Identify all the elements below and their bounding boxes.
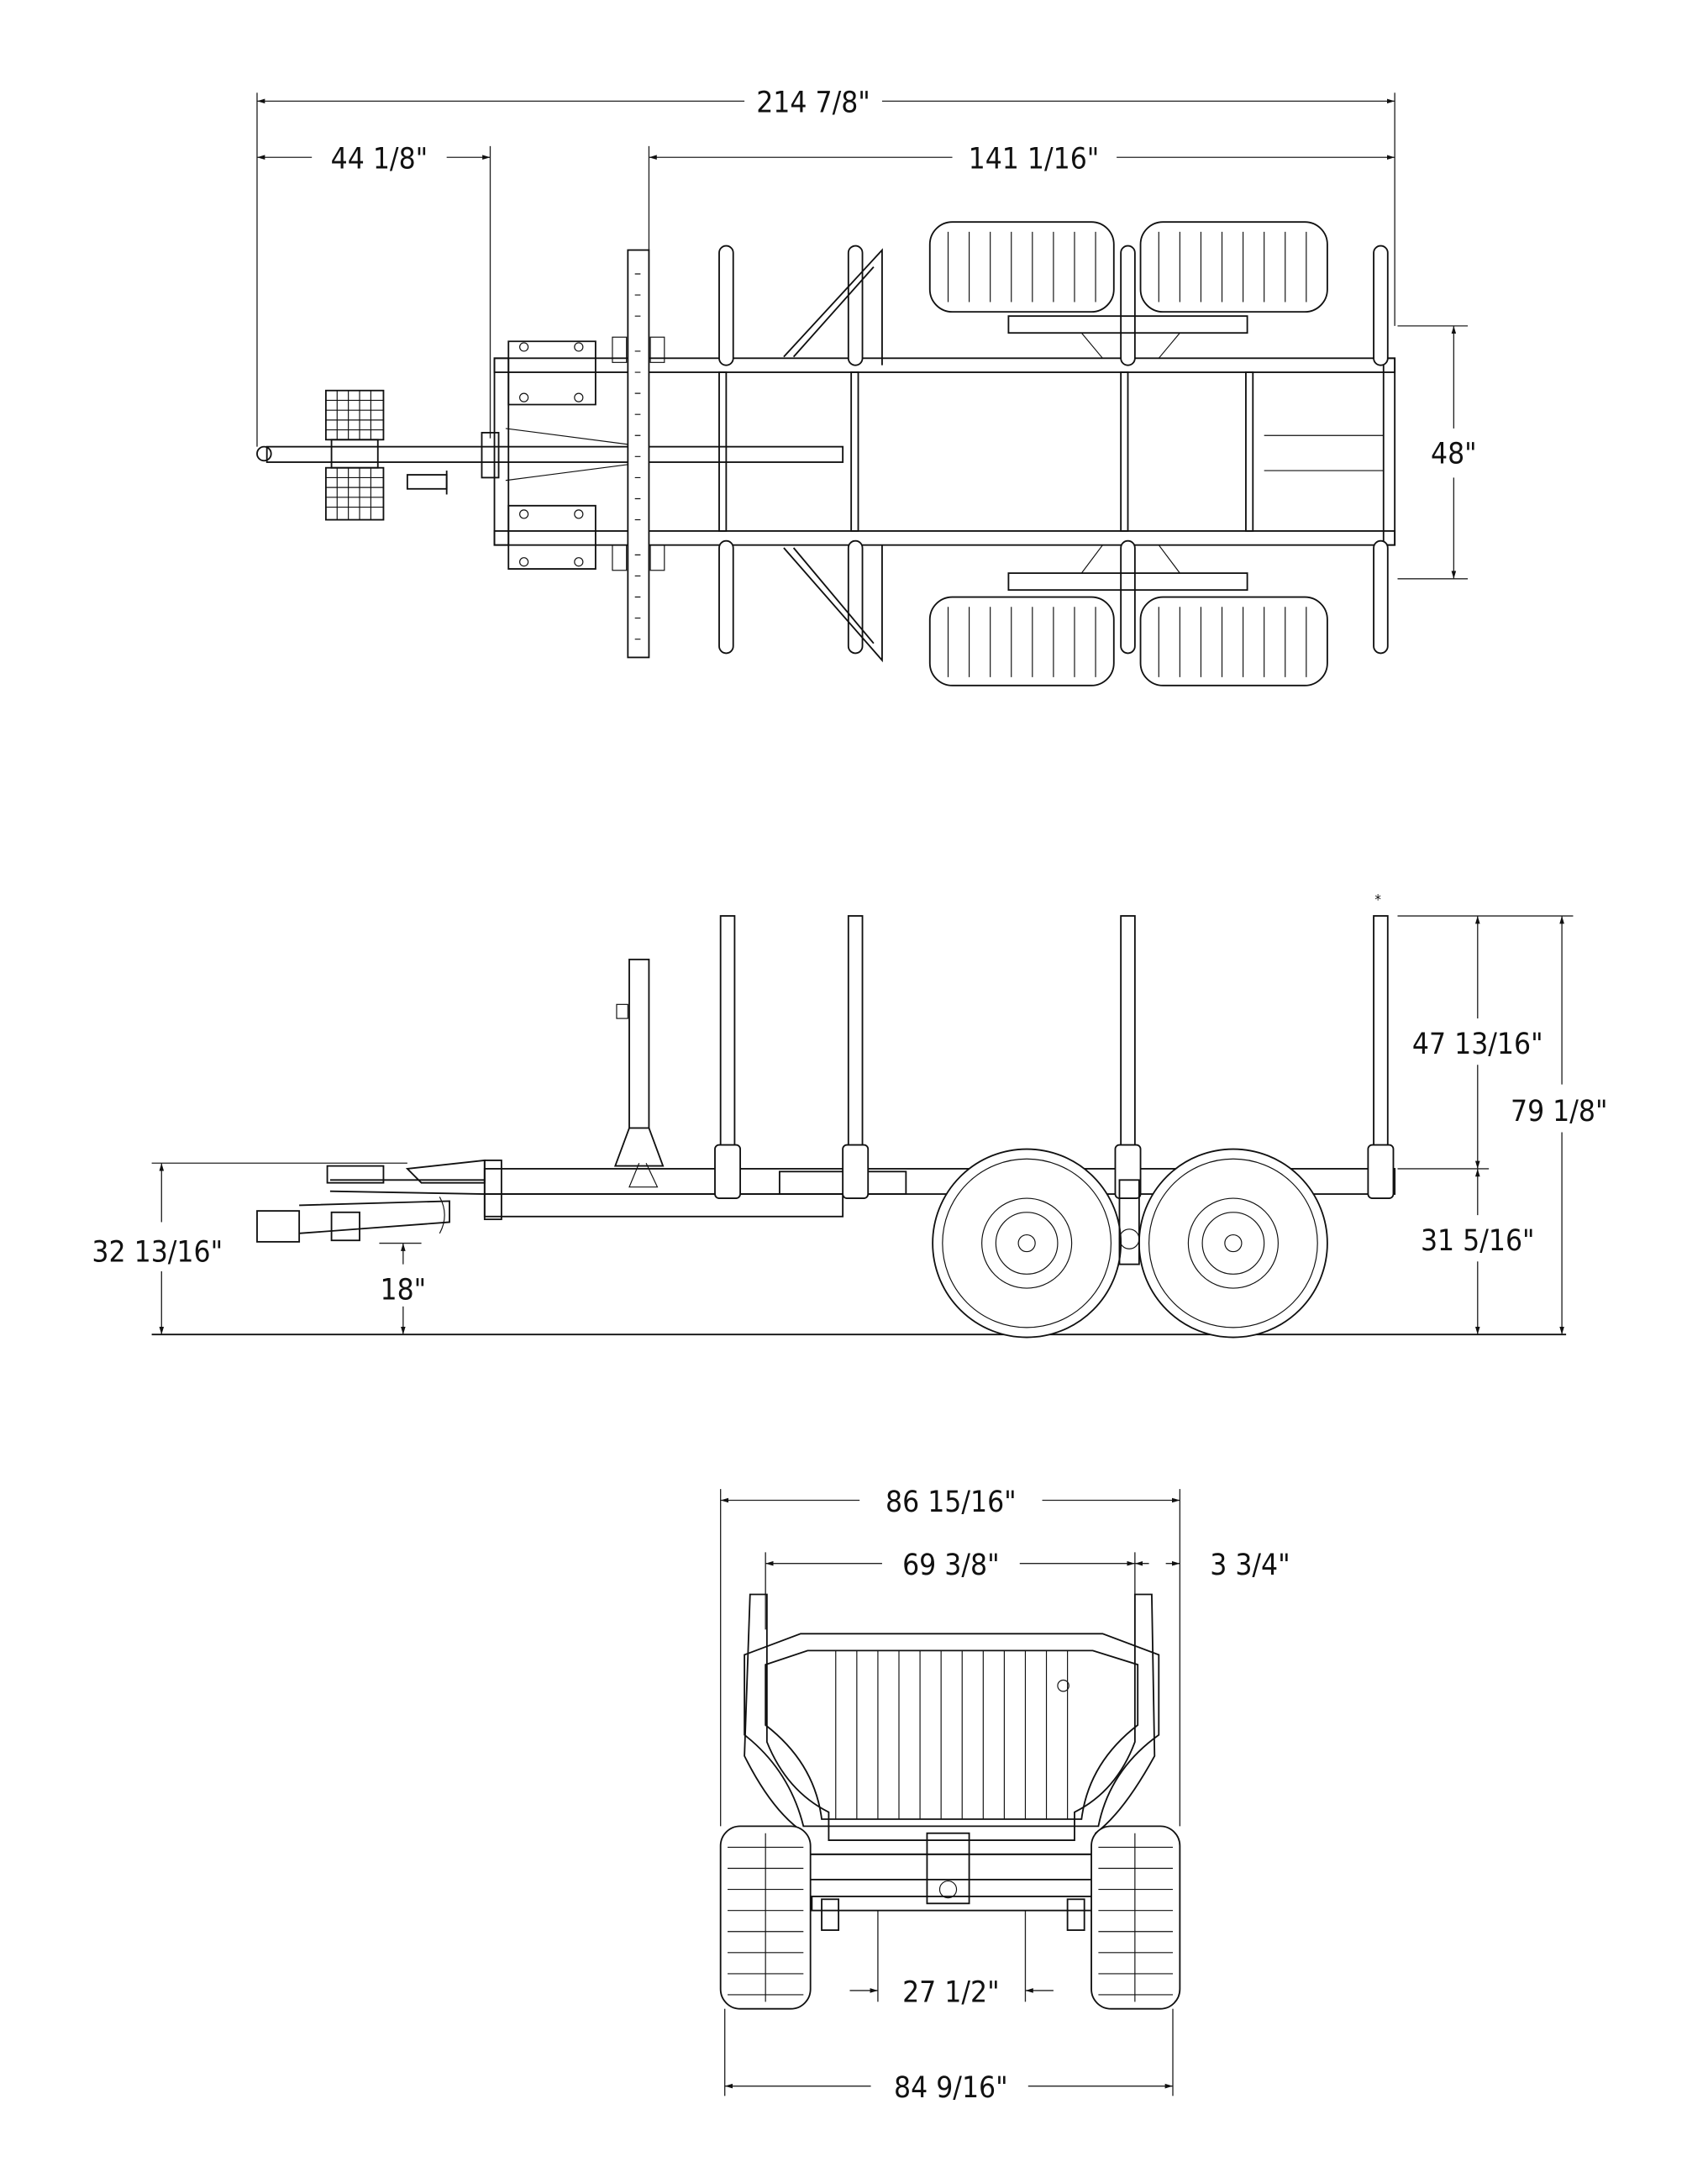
label-stake-height: 47 13/16" bbox=[1412, 1027, 1543, 1061]
rear-view: 86 15/16" 69 3/8" 3 3/4" 27 1/2" 84 9/16… bbox=[719, 1485, 1290, 2105]
label-stake-offset: 3 3/4" bbox=[1210, 1548, 1290, 1582]
label-hitch-height: 18" bbox=[381, 1272, 427, 1307]
dimension-overall-height: 79 1/8" bbox=[1511, 916, 1608, 1335]
label-wheel-track: 84 9/16" bbox=[894, 2070, 1008, 2105]
dimension-bed-length: 141 1/16" bbox=[649, 142, 1395, 176]
top-view: 214 7/8" 44 1/8" 141 1/16" 48" bbox=[256, 86, 1477, 686]
dimension-tongue-height: 32 13/16" bbox=[92, 1163, 223, 1335]
label-overall-length: 214 7/8" bbox=[756, 86, 870, 120]
dimension-stake-height: 47 13/16" bbox=[1412, 916, 1543, 1169]
side-view: * 32 13/16" 18" bbox=[92, 892, 1608, 1339]
label-axle-spacing: 27 1/2" bbox=[902, 1975, 1000, 2009]
stakes-side: * bbox=[714, 892, 1395, 1199]
dimension-wheel-track: 84 9/16" bbox=[724, 2070, 1174, 2105]
wheels-top bbox=[928, 221, 1328, 686]
label-bed-height: 31 5/16" bbox=[1421, 1223, 1535, 1258]
front-bunk-side bbox=[613, 958, 665, 1188]
mount-plates bbox=[507, 340, 596, 571]
dimension-tongue-length: 44 1/8" bbox=[256, 142, 491, 176]
front-bunk bbox=[612, 249, 665, 659]
label-tongue-length: 44 1/8" bbox=[331, 142, 428, 176]
svg-text:*: * bbox=[1374, 892, 1381, 908]
dimension-bed-height: 31 5/16" bbox=[1421, 1168, 1535, 1335]
dimension-bunk-inner-width: 69 3/8" bbox=[765, 1548, 1135, 1582]
dimension-axle-spacing: 27 1/2" bbox=[849, 1975, 1054, 2009]
label-bed-length: 141 1/16" bbox=[969, 142, 1100, 176]
label-frame-width: 48" bbox=[1431, 437, 1477, 471]
hitch-side bbox=[256, 1159, 486, 1243]
dimension-frame-width: 48" bbox=[1397, 325, 1477, 580]
label-bunk-inner-width: 69 3/8" bbox=[902, 1548, 1000, 1582]
dimension-overall-length: 214 7/8" bbox=[256, 86, 1395, 120]
tongue bbox=[256, 428, 844, 495]
cross-members bbox=[718, 371, 1254, 532]
label-overall-width: 86 15/16" bbox=[886, 1485, 1017, 1519]
dimension-hitch-height: 18" bbox=[381, 1243, 427, 1335]
stakes-top bbox=[718, 245, 1389, 663]
wheels-rear bbox=[719, 1825, 1181, 2010]
jack-foot-mesh bbox=[324, 389, 385, 521]
label-overall-height: 79 1/8" bbox=[1511, 1094, 1608, 1128]
wheels-side bbox=[932, 1148, 1328, 1339]
rear-axle bbox=[807, 1832, 1096, 1931]
rear-bunk bbox=[744, 1593, 1160, 1855]
label-tongue-height: 32 13/16" bbox=[92, 1234, 223, 1269]
dimension-stake-offset: 3 3/4" bbox=[1134, 1548, 1290, 1582]
dimension-overall-width: 86 15/16" bbox=[720, 1485, 1180, 1519]
